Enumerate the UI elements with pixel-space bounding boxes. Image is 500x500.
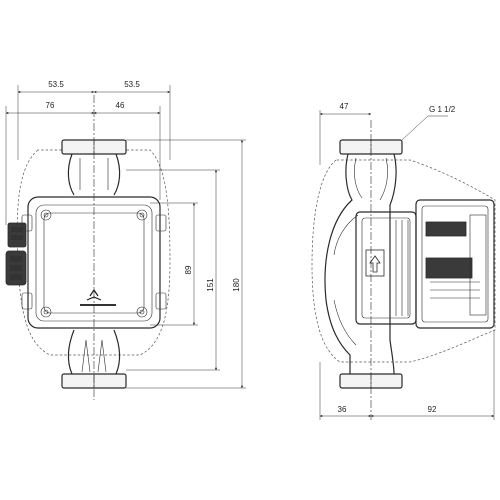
side-envelope-outline <box>311 159 496 363</box>
flow-arrow-icon <box>365 249 385 277</box>
dim-front-top-left: 53.5 <box>48 80 64 89</box>
dim-side-thread: G 1 1/2 <box>429 105 456 114</box>
dim-front-top-right: 53.5 <box>124 80 140 89</box>
dim-front-second-left: 76 <box>46 101 55 110</box>
dim-front-second-right: 46 <box>116 101 125 110</box>
electrical-connector <box>5 222 27 286</box>
front-view: 53.5 53.5 76 46 89 151 180 <box>5 80 246 400</box>
dim-front-height-89: 89 <box>184 265 193 274</box>
side-controller-box <box>415 199 495 329</box>
side-motor-housing <box>355 211 417 325</box>
grundfos-logo <box>80 288 116 306</box>
dim-front-height-151: 151 <box>206 278 215 292</box>
dim-side-bottom-right: 92 <box>428 405 437 414</box>
side-connector-upper <box>425 221 467 237</box>
dim-front-height-180: 180 <box>232 278 241 292</box>
dim-side-bottom-left: 36 <box>338 405 347 414</box>
front-upper-neck <box>67 153 121 196</box>
front-lower-neck <box>67 329 121 375</box>
dim-side-top: 47 <box>340 102 349 111</box>
front-envelope-outline <box>16 149 171 356</box>
side-connector-lower <box>425 257 473 279</box>
side-pump-body <box>324 153 397 375</box>
side-view: 47 G 1 1/2 36 92 <box>311 102 496 420</box>
